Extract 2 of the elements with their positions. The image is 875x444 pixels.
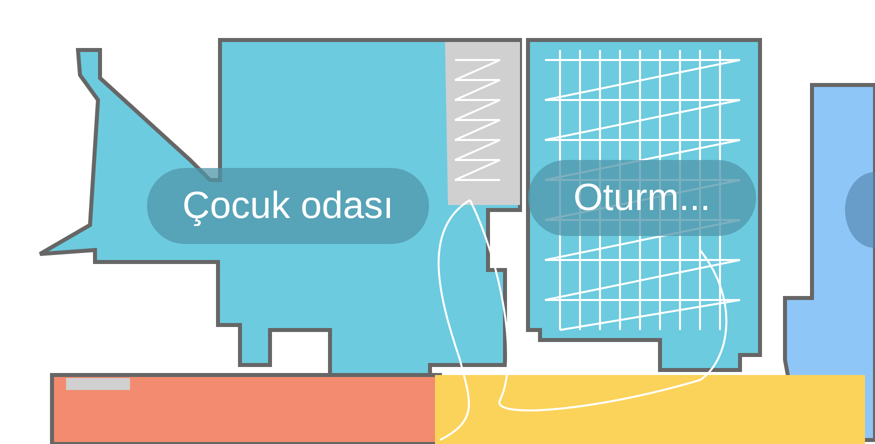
room-label: Çocuk odası: [147, 168, 429, 244]
room-label: Oturm...: [528, 160, 756, 236]
